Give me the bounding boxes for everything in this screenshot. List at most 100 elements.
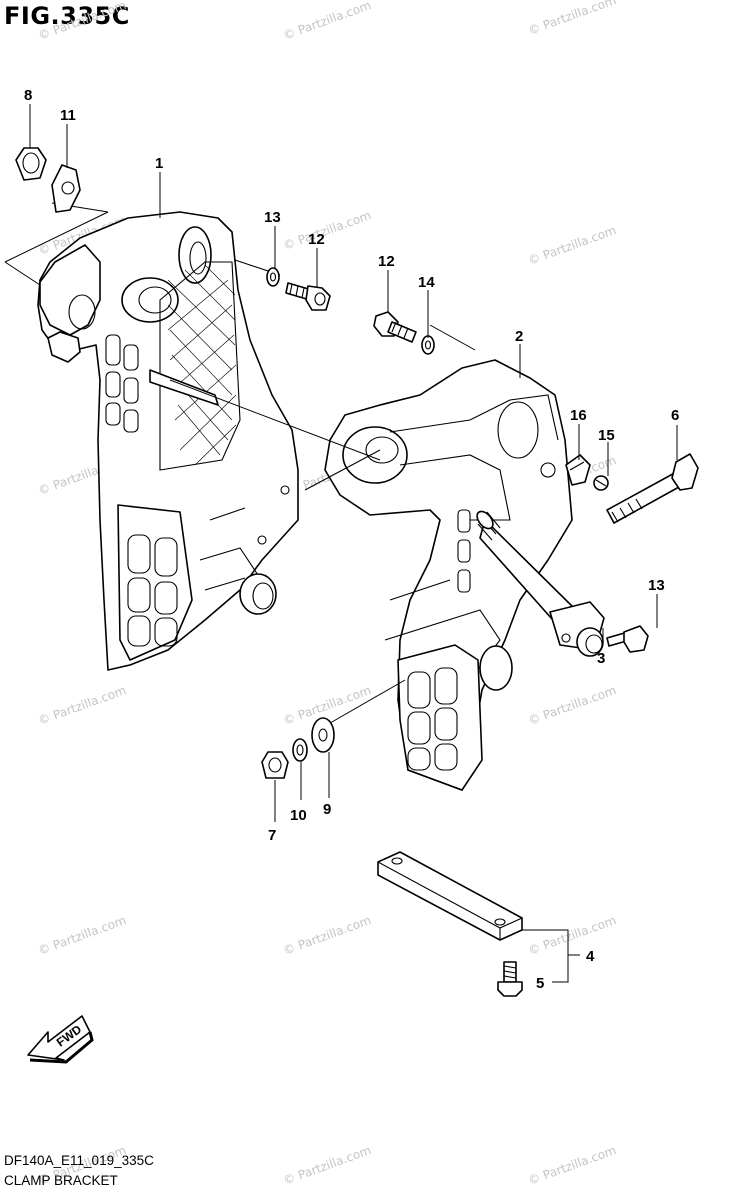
callout-2: 2 [515, 328, 523, 345]
mount-hole [68, 294, 96, 330]
bolt-thread [391, 321, 409, 339]
watermark: © Partzilla.com [526, 683, 618, 728]
clamp-shaft [476, 510, 605, 657]
bolt-12-left [285, 282, 331, 311]
flange-ribs [199, 507, 259, 591]
side-slots-lower [127, 534, 178, 647]
clamp-bracket-right [324, 359, 573, 791]
upper-bore [189, 241, 207, 275]
figure-code: DF140A_E11_019_335C [4, 1153, 154, 1168]
cross-rib [149, 369, 219, 406]
washer-hole [296, 744, 304, 756]
washer-body [311, 717, 335, 753]
washer-hole [269, 272, 277, 282]
callout-5: 5 [536, 975, 544, 992]
tilt-tube-boss [479, 645, 513, 691]
side-slots-upper [457, 509, 471, 593]
callout-6: 6 [671, 407, 679, 424]
pin-hole [540, 462, 556, 478]
callout-9: 9 [323, 801, 331, 818]
shaft-end [476, 510, 494, 530]
alignment-line [4, 211, 109, 263]
callout-16: 16 [570, 407, 587, 424]
callout-12-left: 12 [308, 231, 325, 248]
watermark: © Partzilla.com [36, 913, 128, 958]
callout-8: 8 [24, 87, 32, 104]
plate-body [51, 164, 81, 213]
nut-body [261, 751, 289, 779]
washer-body [266, 267, 280, 287]
bolt-thread [289, 283, 305, 299]
tube-bore [138, 286, 172, 314]
callout-3: 3 [597, 650, 605, 667]
plate-body [377, 851, 523, 941]
nut-8 [15, 147, 47, 181]
callout-13-left: 13 [264, 209, 281, 226]
bolt-thread [611, 498, 643, 523]
upper-boss [178, 226, 212, 284]
figure-title: FIG.335C [4, 2, 130, 30]
bolt-12-right [373, 311, 417, 343]
nut-bore [268, 757, 282, 773]
callout-10: 10 [290, 807, 307, 824]
bracket-lug [47, 331, 81, 363]
callout-14: 13 [648, 577, 665, 594]
watermark: © Partzilla.com [526, 913, 618, 958]
plate-edges [377, 861, 523, 940]
bolt-head [497, 981, 523, 997]
clamp-bracket-left [4, 202, 299, 671]
screw-slot [595, 479, 607, 487]
bolt-14 [606, 625, 649, 653]
watermark: © Partzilla.com [36, 683, 128, 728]
side-slots-lower [407, 667, 458, 771]
tube-boss [121, 277, 179, 323]
watermark: © Partzilla.com [281, 913, 373, 958]
tube-boss [342, 426, 408, 484]
washer-hole [424, 340, 432, 350]
watermark: © Partzilla.com [281, 208, 373, 253]
clip-edge [569, 461, 585, 471]
washer-hole [318, 728, 328, 742]
callout-1: 1 [155, 155, 163, 172]
bracket-flange [397, 644, 483, 791]
alignment-line [304, 449, 381, 491]
callout-13-right: 14 [418, 274, 435, 291]
washer-9 [311, 717, 335, 753]
bolt-head [623, 625, 649, 653]
bolt-5 [497, 961, 523, 997]
nut-7 [261, 751, 289, 779]
nut-bore [22, 152, 40, 174]
pin-hole [280, 485, 290, 495]
arrow-outline [27, 1015, 91, 1061]
watermark: © Partzilla.com [526, 223, 618, 268]
bolt-thread [503, 965, 517, 979]
bolt-head [305, 285, 331, 311]
screw-15 [593, 475, 609, 491]
watermark: © Partzilla.com [36, 0, 128, 43]
callout-15: 15 [598, 427, 615, 444]
watermark: © Partzilla.com [526, 1143, 618, 1188]
bracket-window [159, 261, 241, 471]
bracket-flange [117, 504, 193, 661]
tilt-tube-bore [252, 582, 274, 610]
fwd-arrow: FWD [27, 1015, 94, 1064]
watermark: © Partzilla.com [281, 1143, 373, 1188]
side-window [497, 401, 539, 459]
hex-socket [314, 292, 326, 306]
nut-body [15, 147, 47, 181]
alignment-line [429, 324, 476, 351]
plate-11 [51, 164, 81, 213]
bolt-head [671, 453, 699, 491]
washer-13-right [421, 335, 435, 355]
alignment-line [4, 261, 41, 286]
alignment-line [169, 379, 381, 461]
plate-hole [494, 918, 506, 926]
figure-name: CLAMP BRACKET [4, 1173, 118, 1188]
side-slots-upper [105, 334, 139, 433]
clip-16 [565, 454, 591, 486]
callout-12-right: 12 [378, 253, 395, 270]
callout-4: 4 [586, 948, 595, 965]
callouts: 8 11 1 13 12 12 14 2 16 15 6 13 3 7 10 9… [24, 87, 679, 992]
plate-4 [377, 851, 523, 941]
